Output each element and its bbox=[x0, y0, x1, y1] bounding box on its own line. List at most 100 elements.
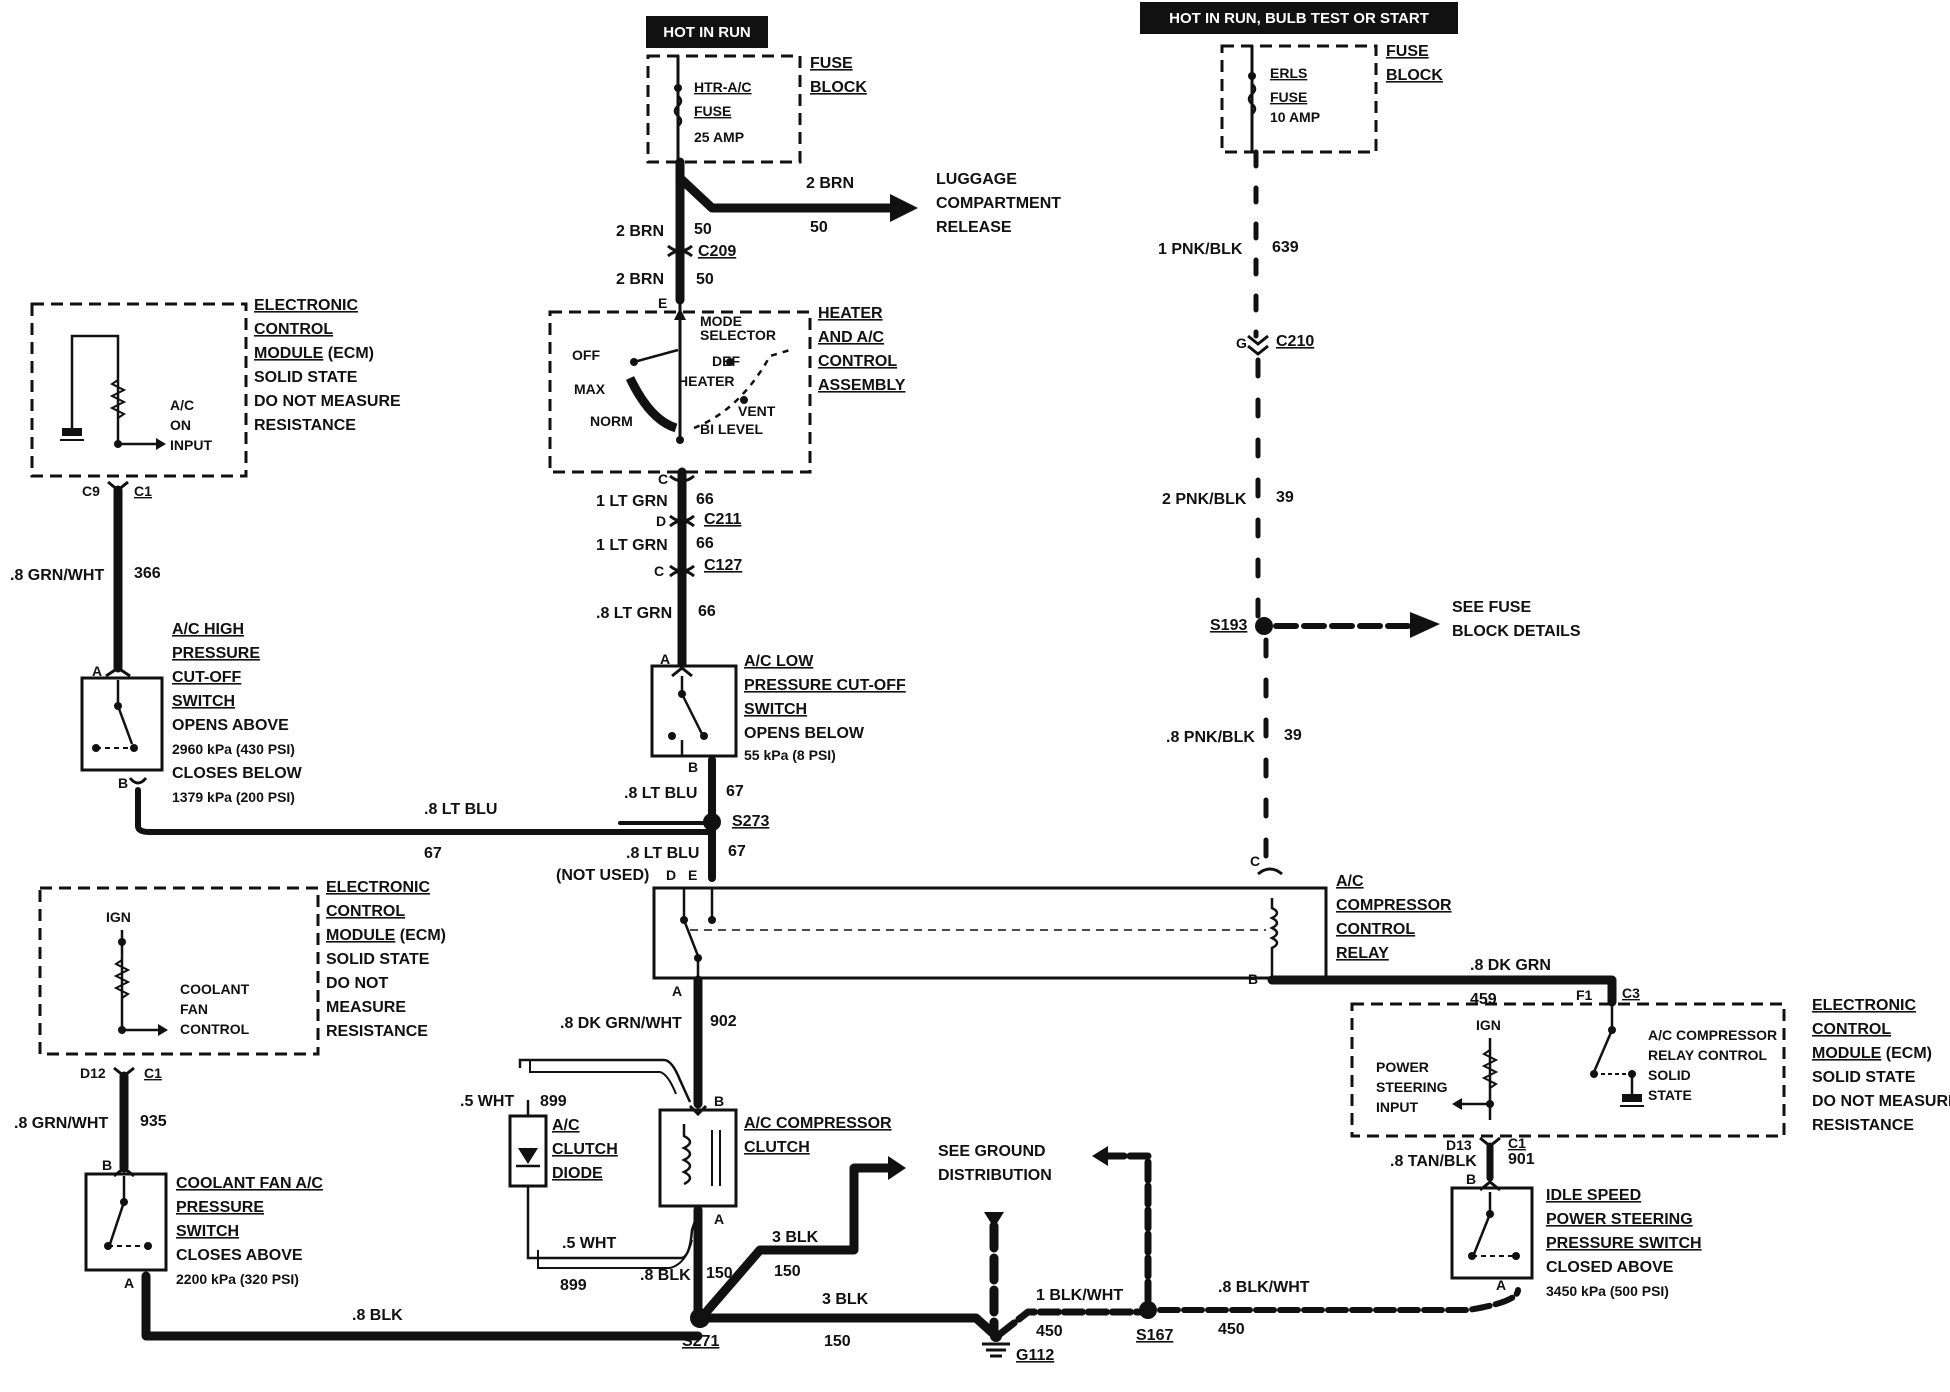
pin-label: F1 bbox=[1576, 987, 1593, 1003]
input-label-3: INPUT bbox=[170, 437, 212, 453]
circuit-label: 39 bbox=[1276, 489, 1294, 506]
component-title-3: PRESSURE SWITCH bbox=[1546, 1235, 1702, 1252]
connector-label: C1 bbox=[1508, 1135, 1526, 1151]
wire-label: 1 LT GRN bbox=[596, 493, 668, 510]
circuit-label: 450 bbox=[1036, 1323, 1063, 1340]
component-title-2: PRESSURE bbox=[172, 645, 260, 662]
coolant-fan-ac-pressure-switch: B A COOLANT FAN A/C PRESSURE SWITCH CLOS… bbox=[84, 1157, 323, 1291]
circuit-label: 150 bbox=[824, 1333, 851, 1350]
component-title: A/C bbox=[1336, 873, 1364, 890]
fuse-name-2: FUSE bbox=[694, 103, 731, 119]
pin-label: B bbox=[1248, 971, 1258, 987]
connector-label: C127 bbox=[704, 557, 742, 574]
vent-label: VENT bbox=[738, 403, 776, 419]
see-ground-label-2: DISTRIBUTION bbox=[938, 1167, 1052, 1184]
connector-label: C1 bbox=[144, 1065, 162, 1081]
spec-line-4: 1379 kPa (200 PSI) bbox=[172, 789, 295, 805]
mode-label-2: SELECTOR bbox=[700, 327, 776, 343]
wire-label: 2 BRN bbox=[806, 175, 854, 192]
lt-grn-circuit: C 1 LT GRN 66 D C211 1 LT GRN 66 C C127 … bbox=[596, 467, 742, 669]
circuit-label: 150 bbox=[774, 1263, 801, 1280]
wire-label: 2 BRN bbox=[616, 223, 664, 240]
ground-icon bbox=[62, 428, 82, 436]
fuse-block-title-2: BLOCK bbox=[810, 79, 867, 96]
svg-text:MODULE (ECM): MODULE (ECM) bbox=[1812, 1045, 1932, 1062]
component-title-3: SWITCH bbox=[744, 701, 807, 718]
norm-label: NORM bbox=[590, 413, 633, 429]
pin-label: C bbox=[654, 563, 664, 579]
connector-label: C3 bbox=[1622, 985, 1640, 1001]
arrow-right-icon bbox=[888, 1156, 906, 1180]
circuit-label: 66 bbox=[698, 603, 716, 620]
component-title: A/C HIGH bbox=[172, 621, 244, 638]
fuse-icon bbox=[1247, 83, 1257, 115]
wire-label: 1 PNK/BLK bbox=[1158, 241, 1243, 258]
input-label: A/C bbox=[170, 397, 194, 413]
pin-label: B bbox=[688, 759, 698, 775]
lt-blu-circuit: .8 LT BLU 67 S273 .8 LT BLU 67 .8 LT BLU… bbox=[135, 756, 769, 884]
wire-label: .5 WHT bbox=[562, 1235, 616, 1252]
heater-label: HEATER bbox=[678, 373, 735, 389]
not-used-label: (NOT USED) bbox=[556, 867, 649, 884]
circuit-label: 899 bbox=[560, 1277, 587, 1294]
circuit-label: 50 bbox=[696, 271, 714, 288]
ecm-ac-relay-control: F1 C3 IGN POWER STEERING INPUT A/C COMPR… bbox=[1350, 985, 1950, 1153]
pin-label: C bbox=[1250, 853, 1260, 869]
spec-line-3: RESISTANCE bbox=[254, 417, 356, 434]
pin-label: A bbox=[672, 983, 682, 999]
control-label: COOLANT bbox=[180, 981, 250, 997]
circuit-label: 902 bbox=[710, 1013, 737, 1030]
header-hot-in-run-text: HOT IN RUN bbox=[663, 24, 751, 41]
component-title-3: MODULE bbox=[326, 927, 396, 944]
see-fuse-label: SEE FUSE bbox=[1452, 599, 1531, 616]
component-title-2: CONTROL bbox=[254, 321, 333, 338]
ac-compressor-control-relay: D E C B A A/C COMPRESSOR CONTROL RELAY bbox=[652, 853, 1452, 999]
component-title-3: MODULE bbox=[1812, 1045, 1882, 1062]
fuse-icon bbox=[673, 95, 683, 127]
max-label: MAX bbox=[574, 381, 606, 397]
spec-line: CLOSES ABOVE bbox=[176, 1247, 303, 1264]
circuit-label: 639 bbox=[1272, 239, 1299, 256]
circuit-label: 50 bbox=[694, 221, 712, 238]
wire-label: .8 BLK/WHT bbox=[1218, 1279, 1310, 1296]
mode-label: MODE bbox=[700, 313, 742, 329]
circuit-label: 39 bbox=[1284, 727, 1302, 744]
fuse-block-title-2: BLOCK bbox=[1386, 67, 1443, 84]
circuit-label: 899 bbox=[540, 1093, 567, 1110]
connector-label: C209 bbox=[698, 243, 736, 260]
spec-line-2: 2200 kPa (320 PSI) bbox=[176, 1271, 299, 1287]
wire-label: .8 DK GRN/WHT bbox=[560, 1015, 682, 1032]
component-title: ELECTRONIC bbox=[326, 879, 430, 896]
connector-icon bbox=[669, 564, 695, 578]
splice-icon bbox=[1139, 1301, 1157, 1319]
pin-label: A bbox=[124, 1275, 134, 1291]
component-title-2: CONTROL bbox=[1812, 1021, 1891, 1038]
spec-line-2: 3450 kPa (500 PSI) bbox=[1546, 1283, 1669, 1299]
wire-label: .8 LT BLU bbox=[624, 785, 697, 802]
component-title-2: CLUTCH bbox=[744, 1139, 810, 1156]
spec-line: OPENS ABOVE bbox=[172, 717, 289, 734]
fuse-rating: 10 AMP bbox=[1270, 109, 1320, 125]
splice-label: S273 bbox=[732, 813, 769, 830]
wire-label: .8 GRN/WHT bbox=[10, 567, 104, 584]
luggage-label-3: RELEASE bbox=[936, 219, 1012, 236]
input-label-2: ON bbox=[170, 417, 191, 433]
control-label-2: FAN bbox=[180, 1001, 208, 1017]
spec-line-3: RESISTANCE bbox=[1812, 1117, 1914, 1134]
component-title: ELECTRONIC bbox=[1812, 997, 1916, 1014]
circuit-label: 366 bbox=[134, 565, 161, 582]
ign-label: IGN bbox=[106, 909, 131, 925]
spec-line-2: 55 kPa (8 PSI) bbox=[744, 747, 836, 763]
brn-feed-circuit: 2 BRN 50 LUGGAGE COMPARTMENT RELEASE 2 B… bbox=[616, 157, 1061, 311]
ecm-abbrev: (ECM) bbox=[400, 927, 446, 944]
splice-label: S271 bbox=[682, 1333, 719, 1350]
heater-ac-control-assembly: MODE SELECTOR OFF MAX NORM DEF HEATER VE… bbox=[548, 298, 906, 474]
wire-label: .8 LT GRN bbox=[596, 605, 672, 622]
coil-icon bbox=[681, 1124, 692, 1186]
pin-label: B bbox=[714, 1093, 724, 1109]
relay-control-label-4: STATE bbox=[1648, 1087, 1692, 1103]
pin-label: B bbox=[102, 1157, 112, 1173]
luggage-label-2: COMPARTMENT bbox=[936, 195, 1061, 212]
connector-icon bbox=[669, 514, 695, 528]
pnk-blk-circuit: 1 PNK/BLK 639 G C210 2 PNK/BLK 39 S193 S… bbox=[1158, 149, 1581, 863]
